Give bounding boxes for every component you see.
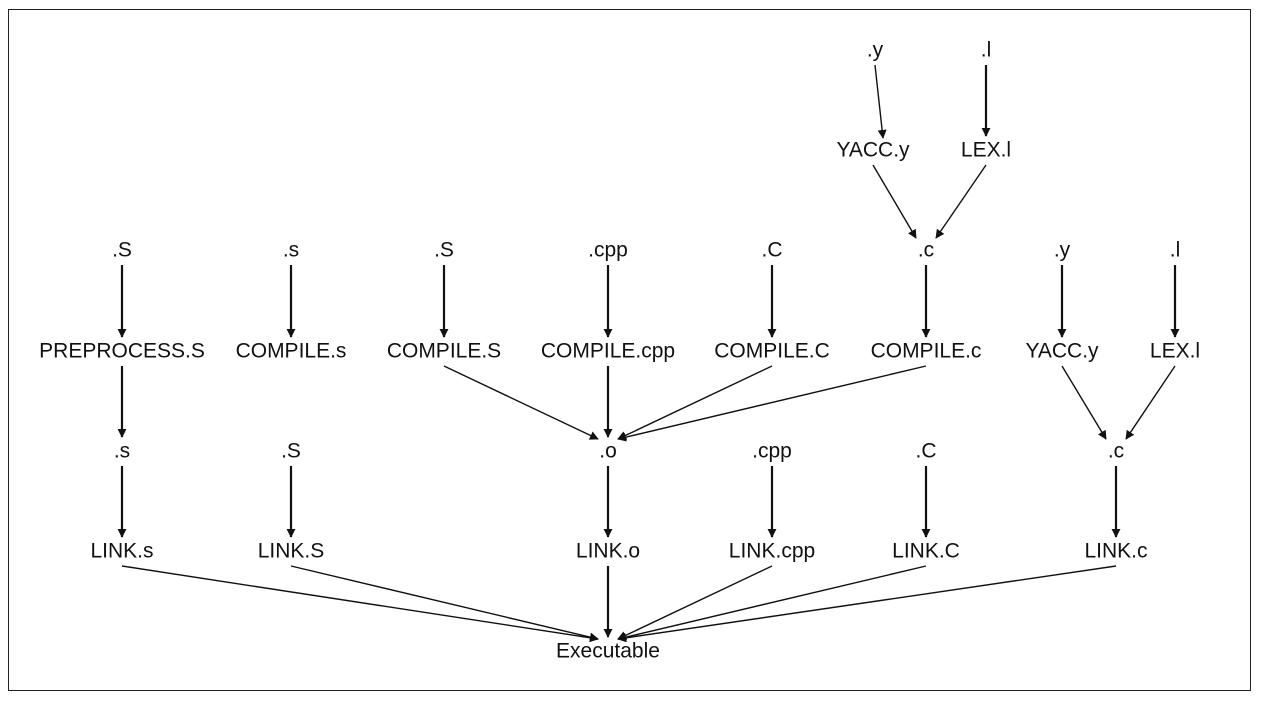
node-o-1: .o	[599, 440, 617, 463]
node-c-2: .c	[1108, 440, 1124, 463]
node-y-2: .y	[1054, 239, 1071, 262]
node-c-1: .C	[762, 239, 783, 262]
node-c-2: .C	[916, 440, 937, 463]
node-s-2: .s	[114, 440, 130, 463]
node-link-s: LINK.s	[90, 540, 153, 563]
node-yacc-top: YACC.y	[836, 139, 910, 162]
edges-layer	[117, 64, 1180, 643]
edge-link_S-to-executable	[290, 565, 599, 642]
node-link-o: LINK.o	[576, 540, 640, 563]
node-lex-2: LEX.l	[1150, 340, 1200, 363]
edge-y_top-to-yacc_top	[874, 64, 887, 139]
node-link-s: LINK.S	[258, 540, 325, 563]
edge-link_cpp-to-executable	[617, 565, 773, 640]
node-yacc-2: YACC.y	[1025, 340, 1099, 363]
edge-compile_S-to-o_1	[443, 365, 599, 440]
node-y-top: .y	[867, 39, 884, 62]
edge-compile_C-to-o_1	[617, 365, 773, 440]
node-lex-top: LEX.l	[961, 139, 1011, 162]
edge-lex_2-to-c_2	[1125, 365, 1176, 440]
node-executable: Executable	[556, 640, 660, 663]
node-s-1: .s	[283, 239, 299, 262]
node-l-top: .l	[981, 39, 992, 62]
edge-link_s-to-executable	[121, 565, 599, 643]
node-compile-cpp: COMPILE.cpp	[541, 340, 675, 363]
node-cpp-2: .cpp	[752, 440, 792, 463]
node-link-c: LINK.c	[1084, 540, 1147, 563]
node-compile-c: COMPILE.C	[714, 340, 830, 363]
node-s-3: .S	[281, 440, 301, 463]
node-compile-s: COMPILE.s	[236, 340, 347, 363]
edge-link_C-to-executable	[617, 565, 927, 642]
node-s-2: .S	[434, 239, 454, 262]
node-link-cpp: LINK.cpp	[729, 540, 815, 563]
edge-yacc_top-to-c_1	[872, 164, 917, 239]
node-c-1: .c	[918, 239, 934, 262]
node-link-c: LINK.C	[892, 540, 960, 563]
node-compile-s: COMPILE.S	[387, 340, 501, 363]
edge-link_c-to-executable	[617, 565, 1117, 643]
node-l-2: .l	[1170, 239, 1181, 262]
node-s-1: .S	[112, 239, 132, 262]
node-preprocess-s: PREPROCESS.S	[39, 340, 205, 363]
node-cpp-1: .cpp	[588, 239, 628, 262]
edge-compile_c-to-o_1	[617, 365, 927, 442]
edge-yacc_2-to-c_2	[1061, 365, 1107, 440]
edge-lex_top-to-c_1	[935, 164, 987, 239]
node-compile-c: COMPILE.c	[871, 340, 982, 363]
